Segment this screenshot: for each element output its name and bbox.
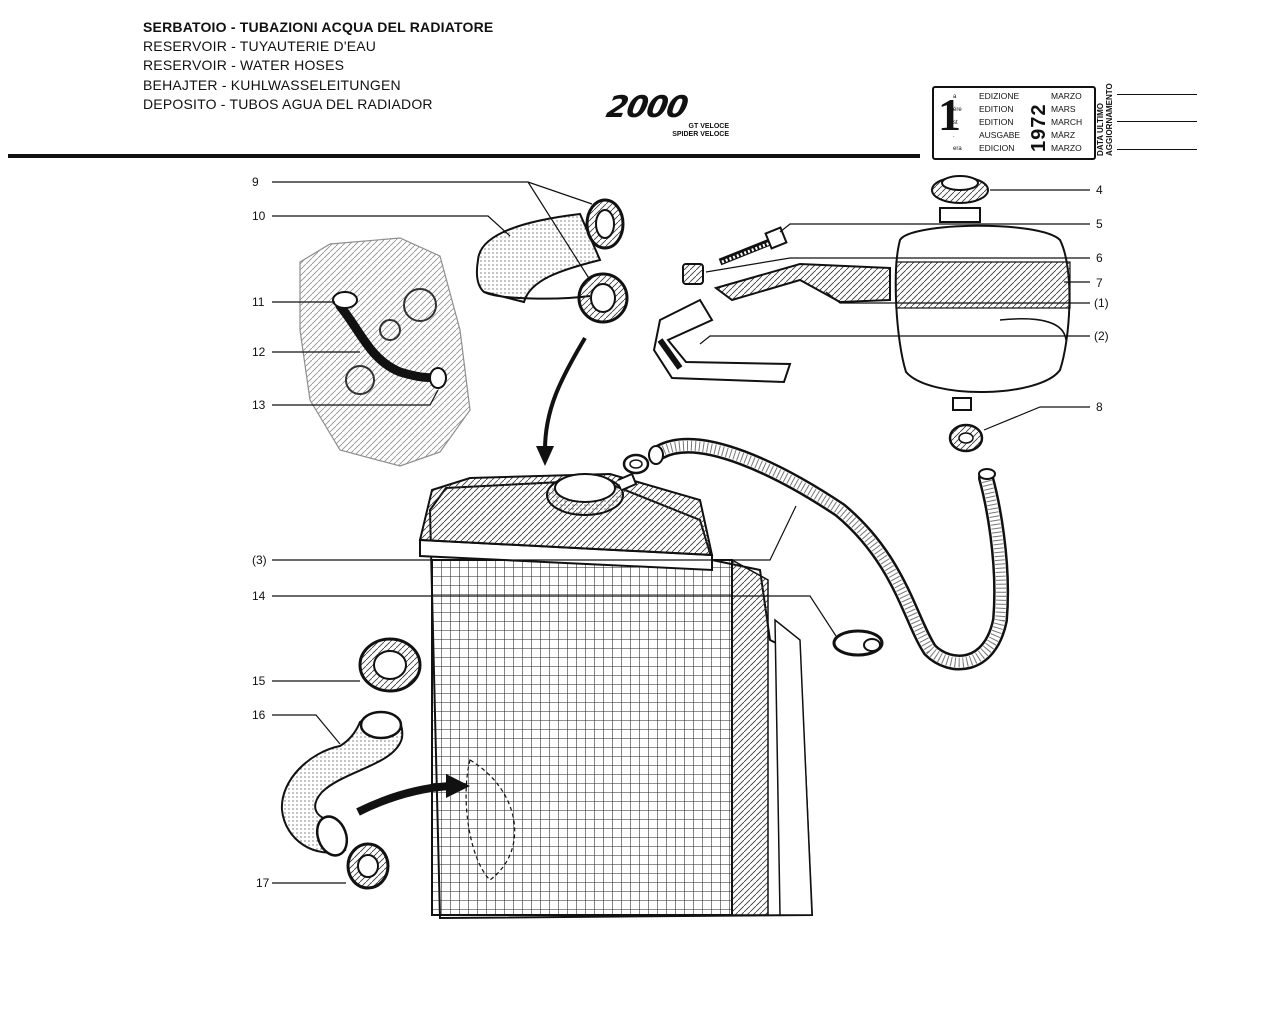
callout-4: 4	[1096, 183, 1103, 197]
title-spanish: DEPOSITO - TUBOS AGUA DEL RADIADOR	[143, 95, 433, 112]
assembly-arrow-lower	[356, 774, 470, 816]
logo-line-2: SPIDER VELOCE	[672, 131, 729, 138]
callout-14: 14	[252, 589, 266, 603]
callout-1: (1)	[1094, 296, 1109, 310]
callout-15: 15	[252, 674, 266, 688]
callout-5: 5	[1096, 217, 1103, 231]
edition-month: MARS	[1051, 104, 1076, 114]
edition-language: EDIZIONE	[979, 91, 1020, 101]
edition-month: MÄRZ	[1051, 130, 1076, 140]
callout-7: 7	[1096, 276, 1103, 290]
callout-17: 17	[256, 876, 270, 890]
edition-suffix: era	[953, 146, 962, 152]
nut	[682, 263, 704, 285]
update-line	[1117, 121, 1197, 122]
logo-line-1: GT VELOCE	[688, 123, 729, 130]
engine-inset	[299, 237, 471, 467]
callout-2: (2)	[1094, 329, 1109, 343]
hose-clip-small	[622, 453, 650, 475]
callout-3: (3)	[252, 553, 267, 567]
edition-month: MARCH	[1051, 117, 1083, 127]
callout-11: 11	[252, 295, 265, 309]
title-french: RESERVOIR - TUYAUTERIE D'EAU	[143, 38, 377, 55]
hose-clamp-9a	[585, 198, 625, 250]
callout-12: 12	[252, 345, 266, 359]
callout-9: 9	[252, 175, 259, 189]
edition-month: MARZO	[1051, 91, 1082, 101]
callout-8: 8	[1096, 400, 1103, 414]
edition-language: EDITION	[979, 117, 1014, 127]
overflow-hose	[648, 437, 1010, 671]
callout-6: 6	[1096, 251, 1103, 265]
leader-lines	[272, 181, 1090, 884]
hose-clip-14	[832, 629, 884, 657]
edition-suffix: st	[953, 120, 958, 126]
edition-language: AUSGABE	[979, 130, 1021, 140]
title-german: BEHAJTER - KUHLWASSELEITUNGEN	[143, 76, 401, 93]
edition-suffix: .	[953, 133, 955, 139]
tank-cap	[931, 175, 989, 204]
bracket-lower	[652, 298, 792, 384]
edition-language: EDITION	[979, 104, 1014, 114]
bracket-upper	[713, 262, 891, 304]
screw	[718, 226, 788, 266]
hose-clamp-17	[346, 842, 390, 890]
lower-hose	[280, 710, 404, 857]
edition-number: 1	[938, 89, 961, 140]
hose-clamp-9b	[577, 272, 629, 324]
edition-suffix: ére	[953, 107, 962, 113]
hose-clamp-15	[358, 637, 422, 693]
title-block: SERBATOIO - TUBAZIONI ACQUA DEL RADIATOR…	[143, 18, 493, 114]
radiator	[418, 472, 814, 920]
title-english: RESERVOIR - WATER HOSES	[143, 57, 345, 74]
update-line	[1117, 149, 1197, 150]
callout-10: 10	[252, 209, 266, 223]
title-italian: SERBATOIO - TUBAZIONI ACQUA DEL RADIATOR…	[143, 19, 494, 35]
edition-box: 1 a ére st . era EDIZIONE EDITION EDITIO…	[932, 86, 1096, 160]
edition-suffix: a	[953, 94, 957, 100]
callout-13: 13	[252, 398, 266, 412]
clamp-8	[948, 423, 984, 453]
update-line	[1117, 94, 1197, 95]
edition-language: EDICION	[979, 143, 1015, 153]
radiator-cap	[546, 472, 638, 516]
callout-16: 16	[252, 708, 266, 722]
expansion-tank	[894, 207, 1071, 411]
assembly-arrow-upper	[536, 336, 587, 466]
edition-month: MARZO	[1051, 143, 1082, 153]
model-logo: 2000 GT VELOCE SPIDER VELOCE	[603, 90, 737, 139]
header-rule	[8, 154, 920, 158]
